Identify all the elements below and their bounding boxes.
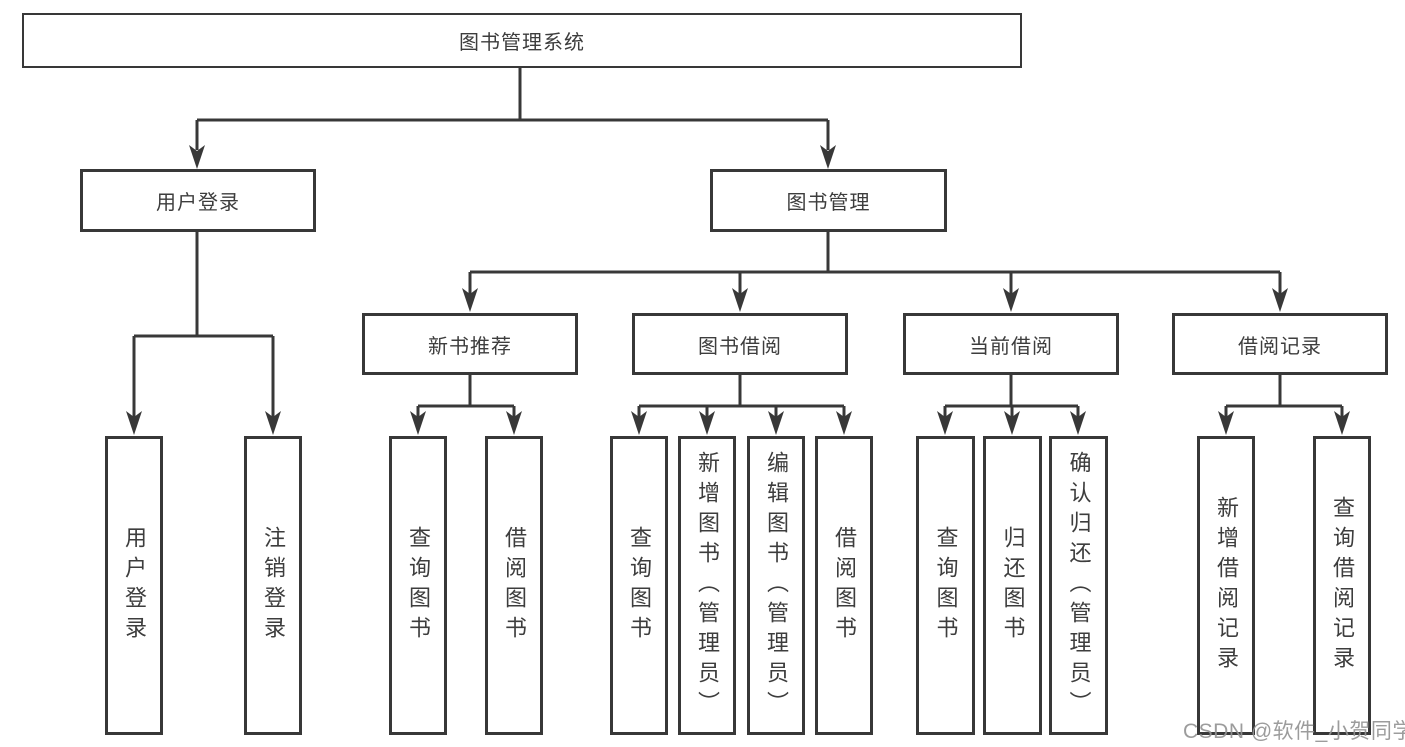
node-book-management: 图书管理 [710,169,947,232]
watermark: CSDN @软件_小贺同学 [1183,720,1405,743]
node-borrowing-records: 借阅记录 [1172,313,1388,375]
leaf-logout: 注销登录 [244,436,302,735]
leaf-add-book-admin: 新增图书（管理员） [678,436,736,735]
leaf-borrow-books-recommend: 借阅图书 [485,436,543,735]
node-book-borrowing: 图书借阅 [632,313,848,375]
node-current-borrowing: 当前借阅 [903,313,1119,375]
leaf-user-login: 用户登录 [105,436,163,735]
leaf-query-books-borrow: 查询图书 [610,436,668,735]
leaf-add-borrow-record: 新增借阅记录 [1197,436,1255,735]
leaf-query-books-current: 查询图书 [916,436,975,735]
leaf-return-books: 归还图书 [983,436,1042,735]
node-root-system: 图书管理系统 [22,13,1022,68]
leaf-edit-book-admin: 编辑图书（管理员） [747,436,805,735]
leaf-query-borrow-record: 查询借阅记录 [1313,436,1371,735]
leaf-query-books-recommend: 查询图书 [389,436,447,735]
node-user-login: 用户登录 [80,169,316,232]
node-new-book-recommendation: 新书推荐 [362,313,578,375]
leaf-borrow-books: 借阅图书 [815,436,873,735]
leaf-confirm-return-admin: 确认归还（管理员） [1049,436,1108,735]
